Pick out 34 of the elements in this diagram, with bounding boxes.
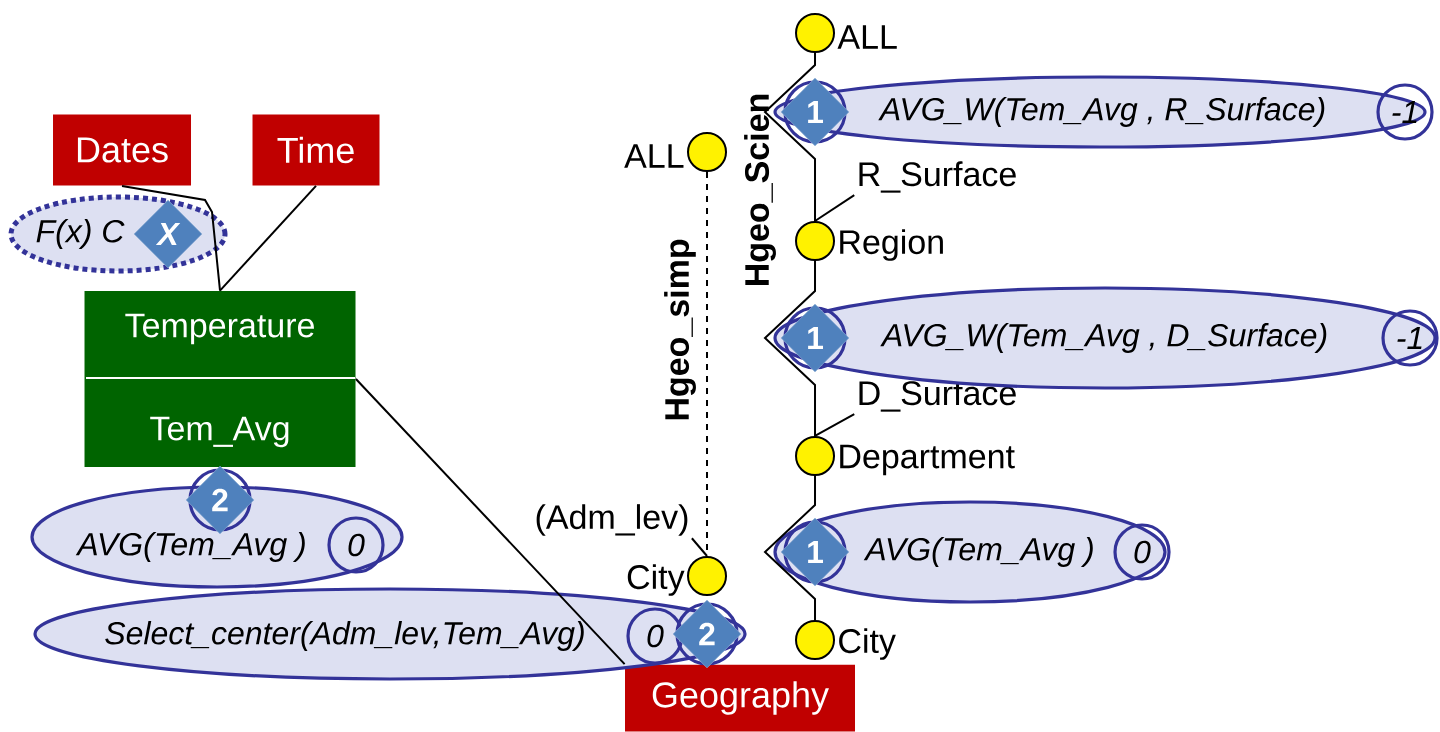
circled-number: 0 <box>626 607 684 665</box>
hierarchy-line <box>763 260 816 437</box>
circled-number: -1 <box>1381 309 1439 367</box>
circled-number: -1 <box>1376 83 1434 141</box>
circled-number: 0 <box>1113 523 1171 581</box>
circled-number: 0 <box>327 516 385 574</box>
formula-text: AVG(Tem_Avg ) <box>75 532 305 562</box>
attribute-label: R_Surface <box>859 161 1016 193</box>
dimension-box: Dates <box>53 114 191 186</box>
attribute-label: (Adm_lev) <box>536 504 688 536</box>
level-label: Department <box>840 444 1015 476</box>
dimension-box: Time <box>252 114 380 186</box>
hierarchy-label: Hgeo_Scien <box>744 94 776 285</box>
formula-text: AVG(Tem_Avg ) <box>863 537 1093 567</box>
fact-box: Temperature Tem_Avg <box>84 291 356 467</box>
hierarchy-line <box>763 52 816 222</box>
formula-text: AVG_W(Tem_Avg , R_Surface) <box>878 97 1325 127</box>
level-label: Region <box>840 229 943 261</box>
level-label: City <box>627 564 685 596</box>
formula-text: F(x) C <box>36 219 125 249</box>
hierarchy-label: Hgeo_simp <box>664 239 696 420</box>
connector-line <box>121 184 221 292</box>
dimension-box: Geography <box>625 664 855 732</box>
leader-line <box>814 194 856 222</box>
formula-text: AVG_W(Tem_Avg , D_Surface) <box>880 323 1327 353</box>
level-label: ALL <box>837 25 897 49</box>
leader-line <box>814 413 856 437</box>
hierarchy-line <box>763 475 816 621</box>
level-label: ALL <box>624 144 684 168</box>
attribute-label: D_Surface <box>859 380 1016 412</box>
formula-text: Select_center(Adm_lev,Tem_Avg) <box>105 621 584 651</box>
level-label: City <box>839 628 896 660</box>
connector-line <box>219 184 317 292</box>
leader-line <box>690 537 708 557</box>
